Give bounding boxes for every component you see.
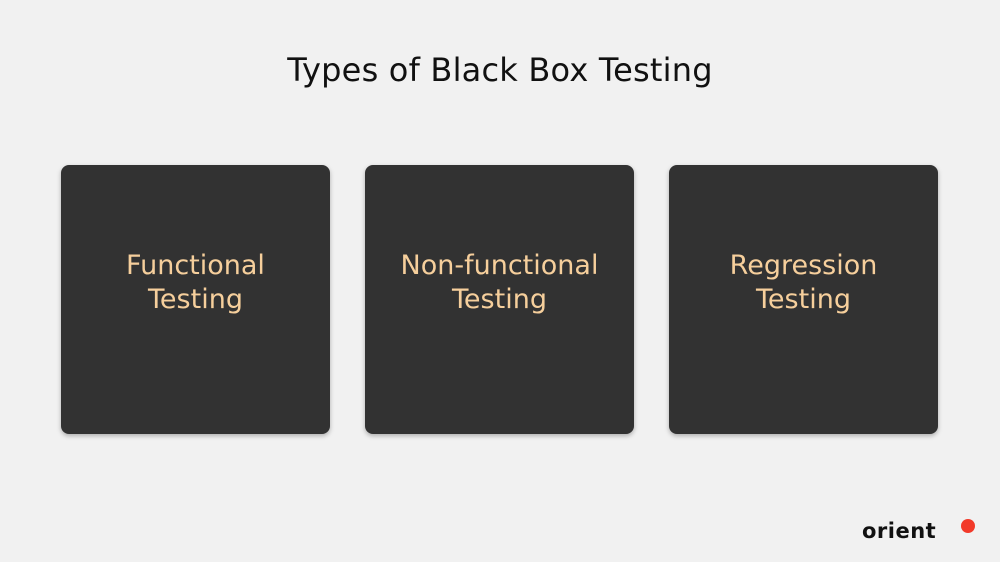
card-label-line1: Regression — [729, 249, 878, 281]
logo-dot-icon — [961, 519, 975, 533]
logo-wordmark: orient — [862, 519, 937, 543]
card-regression-testing: Regression Testing — [669, 165, 938, 434]
card-label-line2: Testing — [452, 283, 547, 315]
card-functional-testing: Functional Testing — [61, 165, 330, 434]
card-label-line2: Testing — [148, 283, 243, 315]
orient-logo: orient — [862, 516, 982, 546]
card-label-line2: Testing — [756, 283, 851, 315]
card-row: Functional Testing Non-functional Testin… — [61, 165, 939, 434]
card-label-line1: Functional — [126, 249, 265, 281]
card-non-functional-testing: Non-functional Testing — [365, 165, 634, 434]
diagram-title: Types of Black Box Testing — [287, 51, 713, 89]
card-label-line1: Non-functional — [400, 249, 599, 281]
